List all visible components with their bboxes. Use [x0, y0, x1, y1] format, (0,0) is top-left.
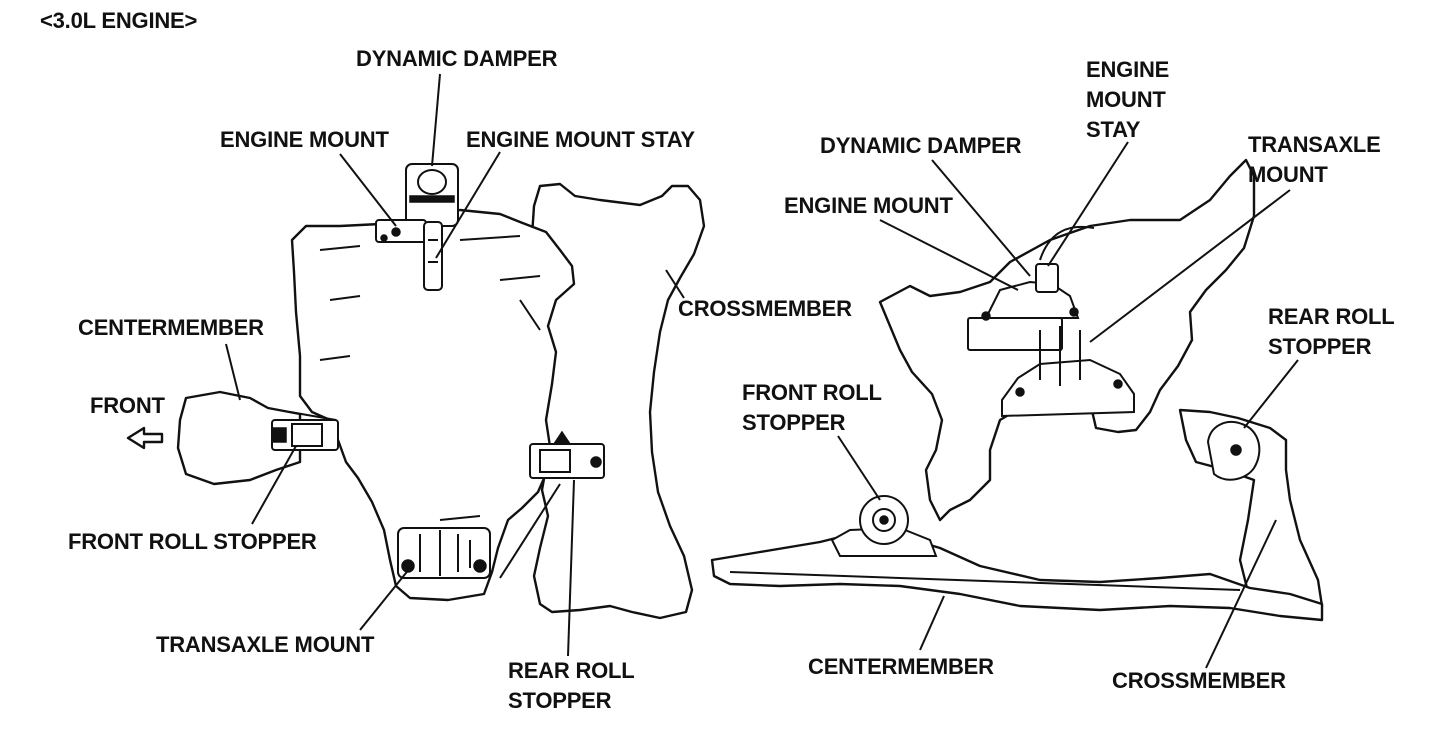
left-engine-outline [290, 208, 576, 602]
leader-lines [225, 73, 1299, 669]
right-centermember-outline [710, 530, 1324, 622]
right-engine-mount [967, 317, 1063, 351]
left-label-front-roll-stopper: FRONT ROLL STOPPER [68, 529, 317, 554]
left-label-transaxle-mount: TRANSAXLE MOUNT [156, 632, 375, 657]
right-label-engine-mount: ENGINE MOUNT [784, 193, 953, 218]
right-label-engine-mount-stay: ENGINE MOUNT STAY [1086, 57, 1170, 142]
right-label-rear-roll-stopper: REAR ROLL STOPPER [1268, 304, 1395, 359]
left-label-engine-mount: ENGINE MOUNT [220, 127, 389, 152]
left-label-crossmember: CROSSMEMBER [678, 296, 852, 321]
left-centermember-outline [176, 390, 302, 486]
right-engine-outline [878, 158, 1256, 522]
right-label-front-roll-stopper: FRONT ROLL STOPPER [742, 380, 882, 435]
right-label-dynamic-damper: DYNAMIC DAMPER [820, 133, 1022, 158]
right-dynamic-damper [1035, 263, 1059, 293]
right-label-crossmember: CROSSMEMBER [1112, 668, 1286, 693]
right-transaxle-mount [1001, 358, 1135, 418]
left-engine-mount-stay [423, 221, 443, 291]
right-side-view [710, 158, 1324, 622]
left-label-centermember: CENTERMEMBER [78, 315, 264, 340]
left-label-engine-mount-stay: ENGINE MOUNT STAY [466, 127, 695, 152]
right-engine-mount-stay [1039, 225, 1095, 261]
page-title: <3.0L ENGINE> [40, 8, 198, 33]
right-label-transaxle-mount: TRANSAXLE MOUNT [1248, 132, 1381, 187]
left-label-dynamic-damper: DYNAMIC DAMPER [356, 46, 558, 71]
right-label-centermember: CENTERMEMBER [808, 654, 994, 679]
left-top-view [126, 163, 706, 620]
left-label-front: FRONT [90, 393, 165, 418]
front-arrow-icon [126, 426, 164, 450]
left-label-rear-roll-stopper: REAR ROLL STOPPER [508, 658, 635, 713]
